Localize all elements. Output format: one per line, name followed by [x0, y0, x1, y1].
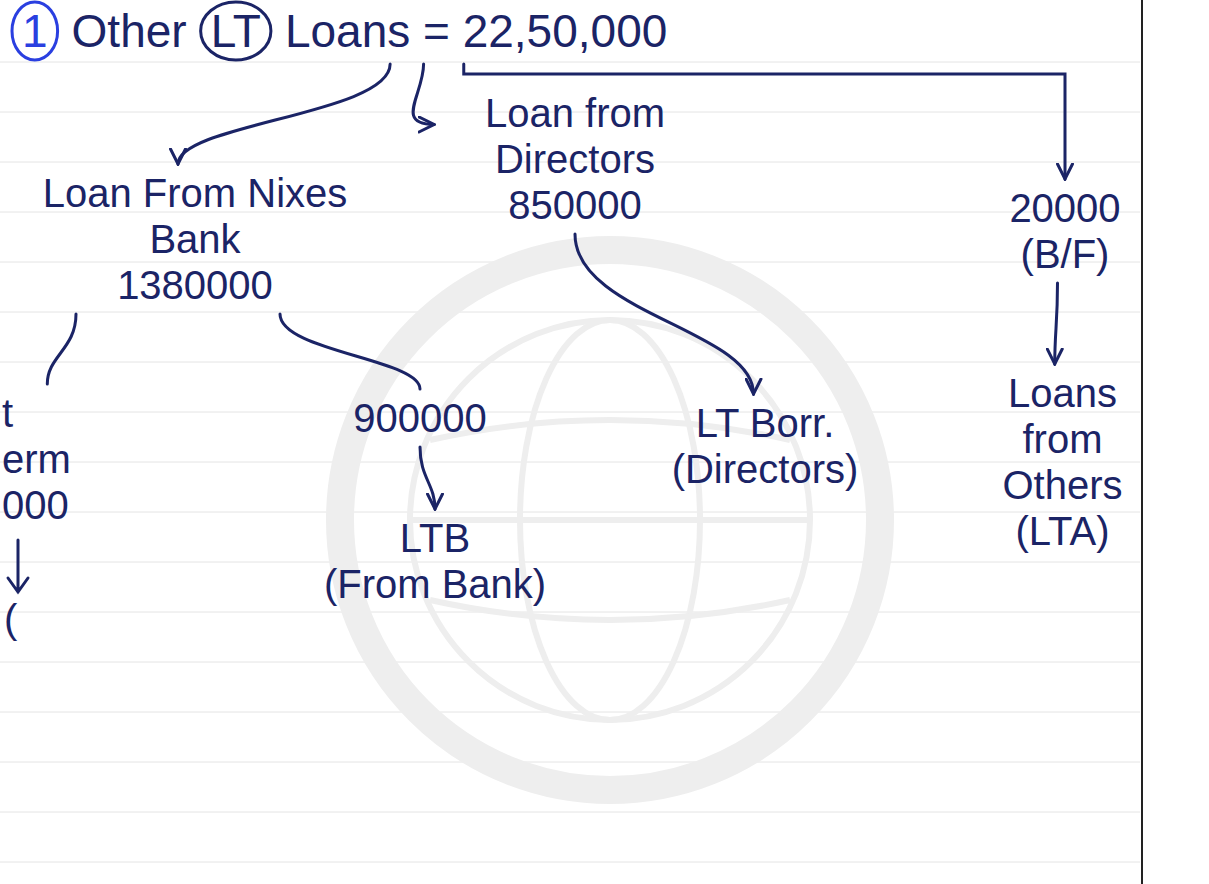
node-text: Loans from Others: [985, 370, 1140, 508]
branch-node: Loan From Nixes Bank1380000: [25, 170, 365, 308]
circle-mark: [201, 2, 271, 60]
node-text: t: [2, 390, 86, 436]
heading-text: 1: [22, 4, 48, 58]
note-text: (: [4, 596, 17, 642]
cut-off-node: term000: [0, 390, 86, 528]
connector: [420, 447, 435, 509]
connector: [280, 314, 420, 389]
node-text: Loan From Nixes Bank: [25, 170, 365, 262]
heading-text: LT: [211, 4, 261, 58]
node-text: (Directors): [650, 446, 880, 492]
node-text: 900000: [340, 395, 500, 441]
heading-text: Other: [72, 4, 187, 58]
heading-node: 1 Other LT Loans = 22,50,000: [22, 4, 691, 58]
result-node: LT Borr.(Directors): [650, 400, 880, 492]
ruled-lines: [0, 62, 1140, 862]
branch-node: Loan from Directors850000: [440, 90, 710, 228]
node-text: (LTA): [985, 508, 1140, 554]
node-text: Loan from Directors: [440, 90, 710, 182]
node-text: (B/F): [990, 231, 1140, 277]
down-arrow: [8, 540, 28, 592]
heading-text: Loans = 22,50,000: [285, 4, 667, 58]
result-node: Loans from Others(LTA): [985, 370, 1140, 554]
node-text: 000: [2, 482, 86, 528]
node-text: erm: [2, 436, 86, 482]
connector: [47, 314, 76, 384]
amount-node: 900000: [340, 395, 500, 441]
connector: [575, 234, 754, 394]
connector: [178, 64, 390, 164]
circle-mark: [12, 2, 58, 60]
branch-node: 20000(B/F): [990, 185, 1140, 277]
node-text: 850000: [440, 182, 710, 228]
node-text: LTB: [320, 515, 550, 561]
node-text: 20000: [990, 185, 1140, 231]
result-node: LTB(From Bank): [320, 515, 550, 607]
node-text: (From Bank): [320, 561, 550, 607]
connector: [1055, 283, 1058, 364]
node-text: LT Borr.: [650, 400, 880, 446]
connector: [413, 64, 434, 125]
margin-line: [1141, 0, 1143, 884]
node-text: 1380000: [25, 262, 365, 308]
